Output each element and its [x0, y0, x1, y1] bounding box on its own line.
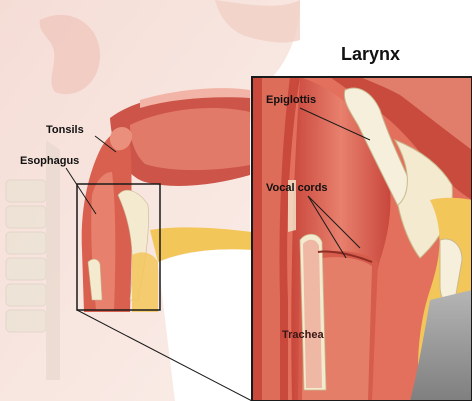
label-tonsils: Tonsils — [46, 124, 84, 136]
diagram-title: Larynx — [341, 44, 400, 65]
label-trachea: Trachea — [282, 329, 324, 341]
inset-larynx — [252, 77, 472, 401]
label-epiglottis: Epiglottis — [266, 94, 316, 106]
label-esophagus: Esophagus — [20, 155, 79, 167]
label-vocal-cords: Vocal cords — [266, 182, 328, 194]
